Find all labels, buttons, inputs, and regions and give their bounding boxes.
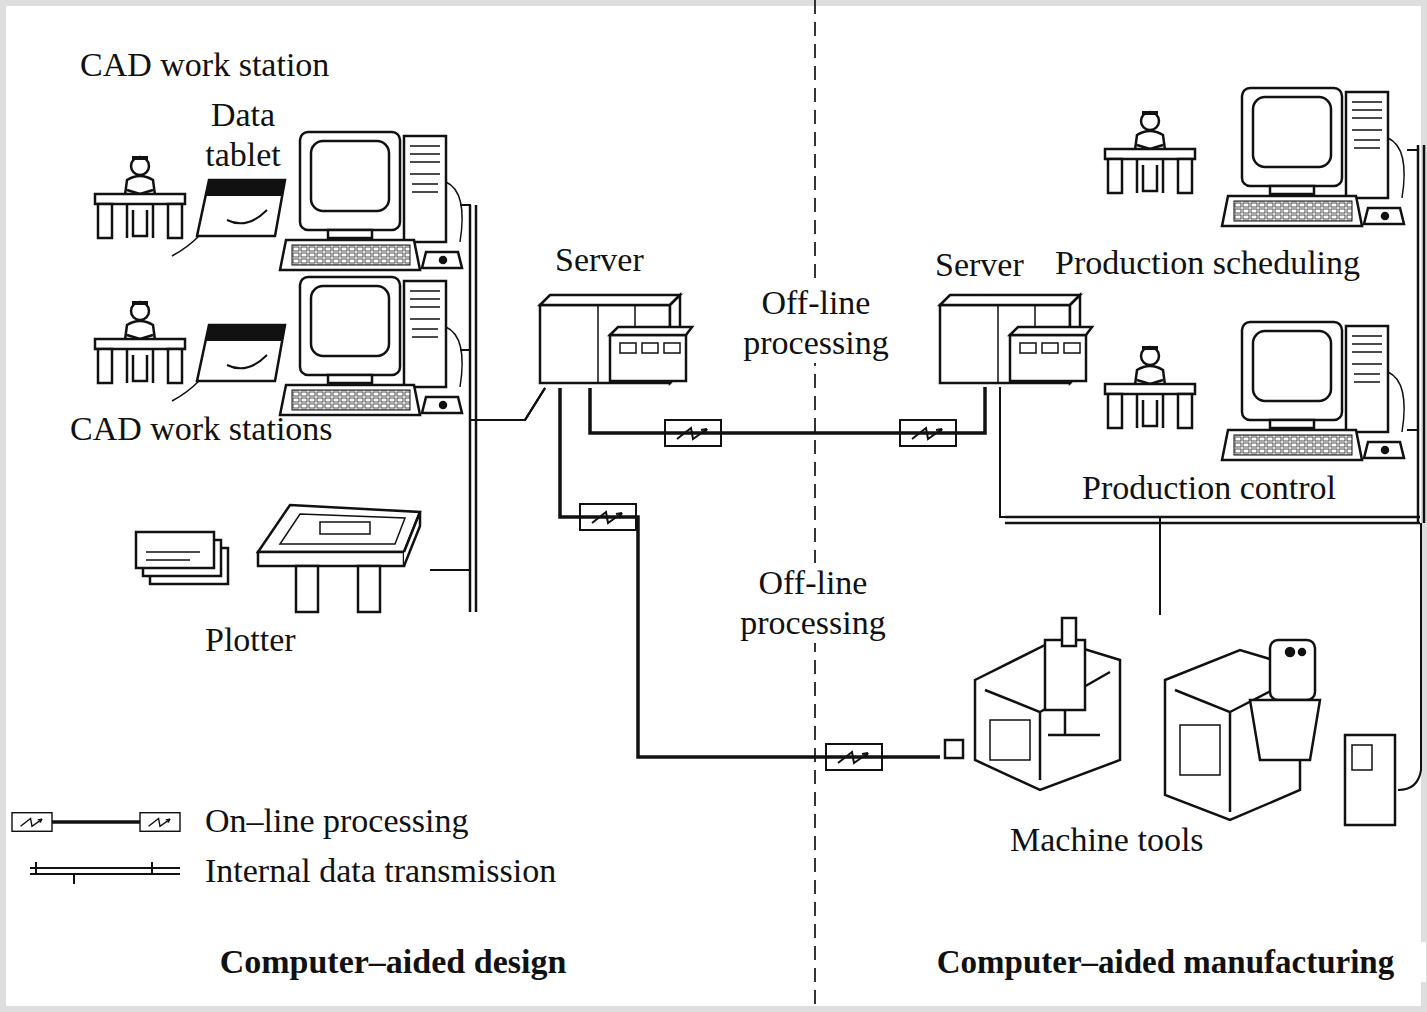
drawing-part [12,813,52,832]
data-link [1000,150,1418,517]
legend-text: On–line processing [205,801,468,841]
node-area: Production scheduling [1055,85,1407,285]
node-area: Server [935,245,1053,387]
drawing-part [1286,648,1294,656]
drawing-part [990,720,1030,760]
drawing-part [1250,700,1320,760]
data-link [430,388,545,570]
drawing-part [95,302,185,383]
drawing-part [1345,735,1395,825]
divider-line [814,0,816,1012]
drawing-part [258,552,404,566]
machine-tools [945,618,1395,825]
drawing-part [404,512,420,566]
drawing-part [296,566,318,612]
drawing-part [975,640,1120,790]
drawing-part [280,514,405,544]
drawing-part [358,566,380,612]
drawing-part [940,295,1092,383]
drawing-part [1222,88,1404,226]
drawing-part [280,277,462,415]
node-area: Production control [1080,320,1407,510]
drawing-part [30,868,180,874]
part-label: Data tablet [188,95,298,175]
node-label: Production scheduling [1055,243,1360,283]
edge-label: Off-line processing [710,563,916,643]
drawing-part [1062,618,1076,646]
drawing-part [945,740,963,758]
plotter-symbol [136,505,420,612]
drawing-part [172,325,285,401]
drawing-part [172,180,285,256]
node-label: CAD work station [80,45,329,85]
data-link [460,205,545,420]
drawing-part [320,522,370,534]
drawing-part [258,505,420,552]
legend-sample [12,813,180,884]
node-label: Production control [1082,468,1336,508]
drawing-part [140,813,180,832]
node-label: CAD work stations [70,409,333,449]
bus-line [470,145,1424,790]
drawing-part [1398,523,1421,790]
drawing-part [1005,145,1424,523]
node-label: Plotter [205,620,296,660]
data-link [1000,387,1418,517]
drawing-part [146,552,200,560]
legend-text: Internal data transmission [205,851,556,891]
drawing-part [36,862,152,884]
node-area: Machine tools [940,615,1418,860]
section-caption: Computer–aided design [90,942,696,982]
drawing-part [1105,347,1195,428]
node-area: Plotter [130,495,430,665]
drawing-part [540,295,692,383]
drawing-part [1045,640,1085,710]
edge-label: Off-line processing [718,283,914,363]
drawing-part [95,157,185,238]
drawing-part [1180,725,1220,775]
node-area: CAD work stations [65,275,460,450]
drawing-part [1299,649,1305,655]
node-area: Server [535,240,695,388]
drawing-part [136,532,214,568]
drawing-part [1222,322,1404,460]
offline-link [590,387,985,433]
drawing-part [1352,745,1372,770]
drawing-part [1048,710,1100,735]
section-caption: Computer–aided manufacturing [905,942,1426,982]
drawing-part [1270,640,1315,700]
node-label: Server [935,245,1024,285]
drawing-part [280,132,462,270]
node-label: Machine tools [1010,820,1204,860]
node-label: Server [555,240,644,280]
offline-link [560,388,940,757]
drawing-part [1105,112,1195,193]
